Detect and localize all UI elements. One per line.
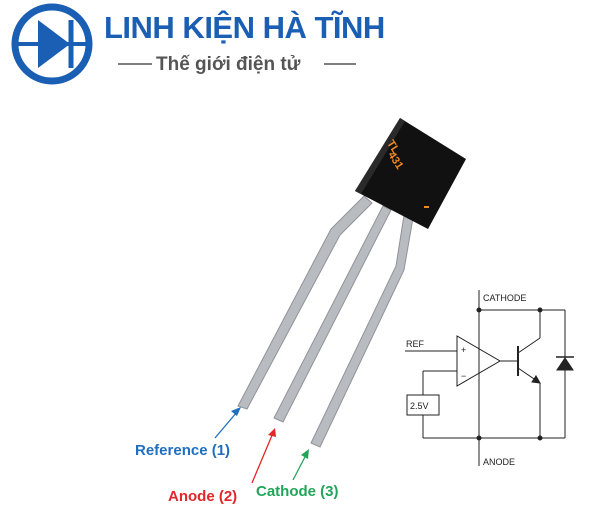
schematic-ref: REF	[406, 339, 425, 349]
chip-body	[355, 118, 466, 229]
arrow-anode	[251, 432, 274, 484]
brand-title: LINH KIỆN HÀ TĨNH	[104, 9, 385, 45]
brand-tagline: Thế giới điện tử	[156, 54, 301, 75]
tl431-schematic	[405, 290, 574, 466]
tl431-chip: TL 431	[355, 118, 466, 229]
label-anode: Anode (2)	[168, 488, 237, 505]
opamp-triangle	[456, 335, 501, 387]
logo	[11, 3, 93, 85]
lead-1	[237, 195, 373, 410]
schematic-minus: −	[461, 371, 466, 381]
chip-leads	[237, 195, 414, 448]
schematic-cathode: CATHODE	[483, 293, 526, 303]
schematic-vref: 2.5V	[410, 401, 429, 411]
zener-symbol	[556, 357, 574, 371]
schematic-plus: +	[461, 345, 466, 355]
label-cathode: Cathode (3)	[256, 483, 339, 500]
chip-pin1-dot	[424, 206, 429, 208]
schematic-anode: ANODE	[483, 457, 515, 467]
pin-arrows	[214, 407, 309, 484]
arrow-reference	[214, 411, 238, 439]
chip-top	[355, 118, 405, 194]
arrow-cathode	[292, 454, 307, 481]
lead-2	[273, 205, 392, 423]
label-reference: Reference (1)	[135, 442, 230, 459]
